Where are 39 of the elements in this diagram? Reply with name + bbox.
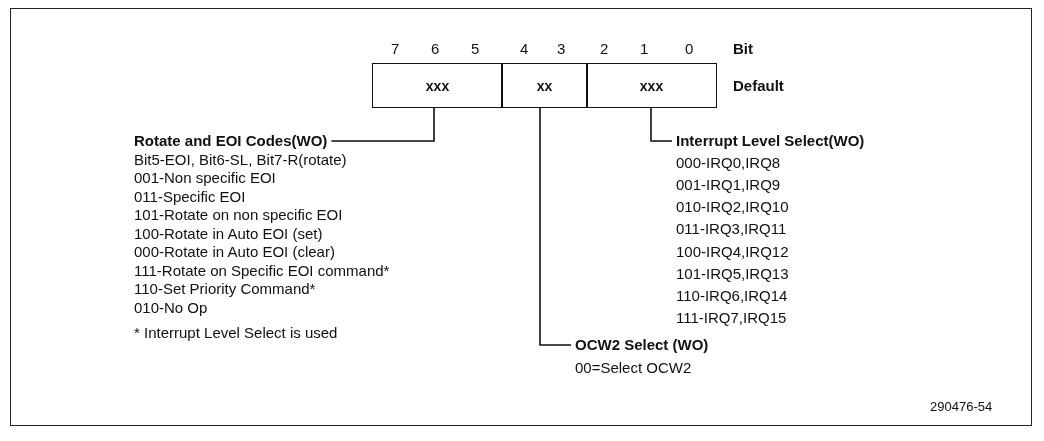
code-description: 101-Rotate on non specific EOI bbox=[134, 205, 343, 225]
bit-number: 3 bbox=[557, 40, 566, 57]
code-description: 110-IRQ6,IRQ14 bbox=[676, 285, 788, 306]
bit-number: 5 bbox=[471, 40, 480, 57]
bit-number: 2 bbox=[600, 40, 609, 57]
leader-line bbox=[539, 107, 572, 346]
bit-field-box: xxx bbox=[372, 63, 503, 108]
code-description: 000-IRQ0,IRQ8 bbox=[676, 153, 781, 174]
bit-field-box: xxx bbox=[586, 63, 717, 108]
code-description: 010-No Op bbox=[134, 297, 208, 318]
code-description: 101-IRQ5,IRQ13 bbox=[676, 263, 789, 284]
field-heading: OCW2 Select (WO) bbox=[571, 335, 713, 355]
code-description: 100-Rotate in Auto EOI (set) bbox=[134, 223, 323, 244]
leader-line bbox=[330, 107, 435, 142]
code-description: 001-Non specific EOI bbox=[134, 168, 276, 188]
row-label: Bit bbox=[733, 40, 753, 57]
code-description: Bit5-EOI, Bit6-SL, Bit7-R(rotate) bbox=[134, 149, 347, 170]
row-label: Default bbox=[733, 77, 784, 94]
code-description: 011-IRQ3,IRQ11 bbox=[676, 219, 787, 240]
bit-number: 6 bbox=[431, 40, 440, 57]
bit-number: 4 bbox=[520, 40, 529, 57]
bit-number: 7 bbox=[391, 40, 400, 57]
bit-field-box: xx bbox=[501, 63, 588, 108]
code-description: 00=Select OCW2 bbox=[575, 357, 692, 378]
code-description: 011-Specific EOI bbox=[134, 186, 246, 207]
code-description: 110-Set Priority Command* bbox=[134, 279, 316, 299]
figure-number: 290476-54 bbox=[930, 399, 993, 414]
field-heading: Rotate and EOI Codes(WO) bbox=[130, 131, 332, 151]
code-description: 111-IRQ7,IRQ15 bbox=[676, 307, 787, 328]
code-description: 111-Rotate on Specific EOI command* bbox=[134, 260, 390, 281]
code-description: 010-IRQ2,IRQ10 bbox=[676, 197, 789, 218]
field-heading: Interrupt Level Select(WO) bbox=[672, 131, 869, 151]
leader-line bbox=[650, 107, 673, 142]
code-description: 100-IRQ4,IRQ12 bbox=[676, 241, 789, 262]
footnote: * Interrupt Level Select is used bbox=[134, 324, 338, 341]
code-description: 000-Rotate in Auto EOI (clear) bbox=[134, 242, 335, 262]
code-description: 001-IRQ1,IRQ9 bbox=[676, 175, 781, 196]
bit-number: 1 bbox=[640, 40, 649, 57]
bit-number: 0 bbox=[685, 40, 694, 57]
